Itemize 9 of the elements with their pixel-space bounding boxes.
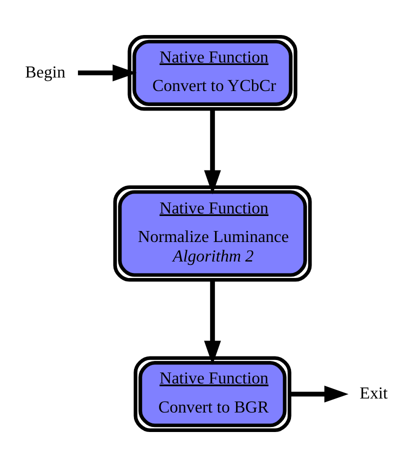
node-box: Native Function Normalize Luminance Algorithm 2 [113,185,312,282]
arrow [204,280,221,365]
node-box: Native Function Convert to BGR [134,356,292,432]
arrow [78,64,137,82]
node-text: Exit [360,384,388,403]
arrow [204,109,221,194]
arrow [290,386,348,403]
node-text: Begin [25,62,66,82]
node-box: Native Function Convert to YCbCr [128,35,298,111]
